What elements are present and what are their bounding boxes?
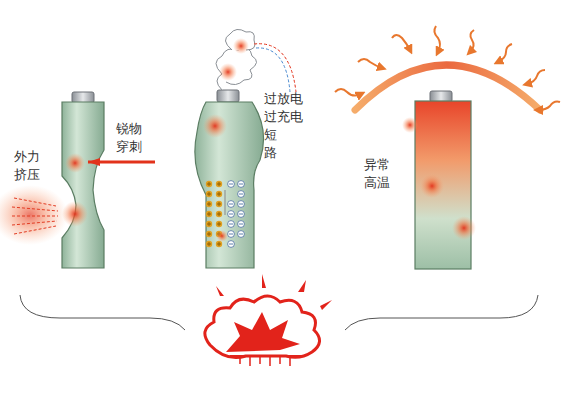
cause-label: 短路 [264, 126, 312, 161]
cause-label: 锐物穿刺 [116, 120, 146, 155]
cause-label: 过充电 [264, 108, 312, 126]
cause-label: 过放电 [264, 90, 312, 108]
cause-label: 外力挤压 [14, 148, 44, 183]
cause-label: 异常高温 [364, 156, 394, 191]
